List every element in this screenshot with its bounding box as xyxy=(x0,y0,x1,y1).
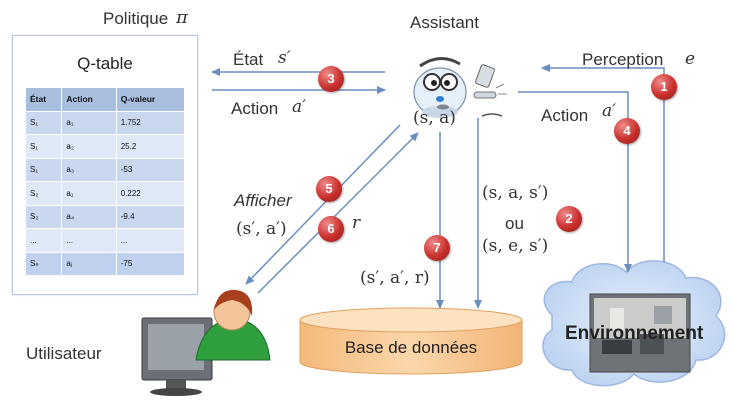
table-cell: Sₙ xyxy=(24,251,63,276)
table-row: Sₙ aⱼ -75 xyxy=(24,251,186,276)
arrow-perception xyxy=(541,64,665,262)
q-table-header-state: État xyxy=(24,87,63,112)
table-cell: ... xyxy=(115,228,186,253)
afficher-tuple: (s′, a′) xyxy=(236,219,287,239)
table-cell: 0.222 xyxy=(115,181,186,206)
table-cell: -75 xyxy=(115,251,186,276)
environment-cloud xyxy=(542,260,726,387)
table-row: S₂ a₄ -9.4 xyxy=(24,204,186,229)
action-right-a-prime: a′ xyxy=(602,101,616,121)
action-left-label: Action xyxy=(231,99,279,118)
perception-e: e xyxy=(685,49,696,69)
q-table-header-action: Action xyxy=(61,87,117,112)
database-cylinder xyxy=(299,307,523,375)
table-cell: 25.2 xyxy=(115,134,186,159)
table-cell: a₃ xyxy=(61,157,117,182)
table-cell: a₁ xyxy=(61,181,117,206)
pi-symbol: π xyxy=(176,7,188,28)
tuple-sar: (s′, a′, r) xyxy=(360,268,430,288)
environment-label: Environnement xyxy=(565,323,704,344)
q-table-title: Q-table xyxy=(77,54,133,73)
etat-label: État xyxy=(233,50,264,69)
table-cell: -9.4 xyxy=(115,204,186,229)
step-badge-7: 7 xyxy=(424,235,450,261)
action-right-label: Action xyxy=(541,106,589,125)
arrow-reward xyxy=(257,132,419,294)
table-cell: ... xyxy=(24,228,63,253)
action-left-a-prime: a′ xyxy=(292,97,306,117)
reward-r: r xyxy=(352,213,361,233)
arrow-action-right xyxy=(518,91,632,273)
table-cell: S₂ xyxy=(24,181,63,206)
table-row: S₁ a₂ 25.2 xyxy=(24,134,186,159)
step-badge-3: 3 xyxy=(318,66,344,92)
table-cell: a₄ xyxy=(61,204,117,229)
table-cell: S₁ xyxy=(24,110,63,135)
table-cell: ... xyxy=(61,228,117,253)
perception-label: Perception xyxy=(582,50,664,69)
table-cell: S₁ xyxy=(24,134,63,159)
step-badge-5: 5 xyxy=(316,176,342,202)
etat-s-prime: s′ xyxy=(278,48,291,68)
politique-label: Politique xyxy=(103,9,169,28)
arrow-afficher xyxy=(245,124,401,285)
tools-icon xyxy=(473,64,507,117)
step-badge-6: 6 xyxy=(318,216,344,242)
tuple-ses: (s, e, s′) xyxy=(482,236,549,256)
user-icon xyxy=(141,289,271,396)
table-cell: a₁ xyxy=(61,110,117,135)
q-table-panel: Q-table État Action Q-valeur S₁ a₁ 1.752… xyxy=(12,35,198,295)
assistant-icon xyxy=(413,57,467,118)
state-action-label: (s, a) xyxy=(413,108,456,128)
table-cell: 1.752 xyxy=(115,110,186,135)
database-label: Base de données xyxy=(344,338,478,357)
table-cell: S₁ xyxy=(24,157,63,182)
tuple-sas: (s, a, s′) xyxy=(482,183,549,203)
step-badge-2: 2 xyxy=(556,206,582,232)
step-badge-4: 4 xyxy=(614,118,640,144)
ou-label: ou xyxy=(505,214,524,233)
table-row: S₁ a₃ -53 xyxy=(24,157,186,182)
assistant-label: Assistant xyxy=(410,13,479,32)
utilisateur-label: Utilisateur xyxy=(26,344,102,363)
table-cell: S₂ xyxy=(24,204,63,229)
step-badge-1: 1 xyxy=(651,74,677,100)
table-row: S₂ a₁ 0.222 xyxy=(24,181,186,206)
table-row: ... ... ... xyxy=(24,228,186,253)
table-cell: -53 xyxy=(115,157,186,182)
table-cell: aⱼ xyxy=(61,251,117,276)
table-row: S₁ a₁ 1.752 xyxy=(24,110,186,135)
afficher-label: Afficher xyxy=(234,191,292,210)
q-table: État Action Q-valeur S₁ a₁ 1.752 S₁ a₂ 2… xyxy=(24,87,186,276)
q-table-header-qvalue: Q-valeur xyxy=(115,87,186,112)
table-cell: a₂ xyxy=(61,134,117,159)
